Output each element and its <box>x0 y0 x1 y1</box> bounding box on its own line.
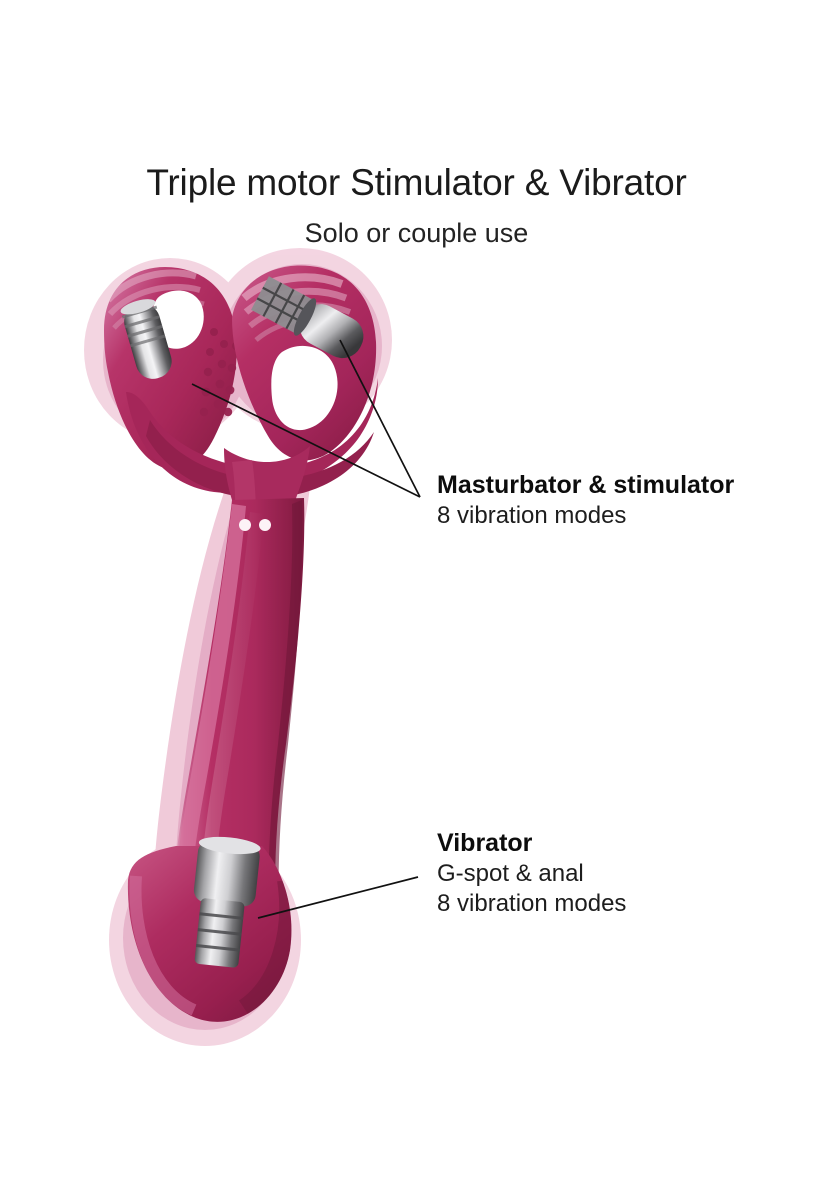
page-title: Triple motor Stimulator & Vibrator <box>146 162 687 203</box>
callout-vibrator: Vibrator G-spot & anal 8 vibration modes <box>437 828 626 920</box>
leader-line-bottom-motor <box>257 876 419 919</box>
leader-line-left-arm <box>191 383 421 498</box>
callout-vibrator-line-2: 8 vibration modes <box>437 890 627 918</box>
leader-line-right-arm <box>339 339 421 498</box>
callout-vibrator-title: Vibrator <box>437 829 533 857</box>
callout-masturbator-title: Masturbator & stimulator <box>437 471 735 499</box>
callout-masturbator: Masturbator & stimulator 8 vibration mod… <box>437 470 734 531</box>
callout-masturbator-line-1: 8 vibration modes <box>437 501 627 529</box>
page-subtitle: Solo or couple use <box>304 218 529 248</box>
callout-vibrator-line-1: G-spot & anal <box>437 859 584 887</box>
